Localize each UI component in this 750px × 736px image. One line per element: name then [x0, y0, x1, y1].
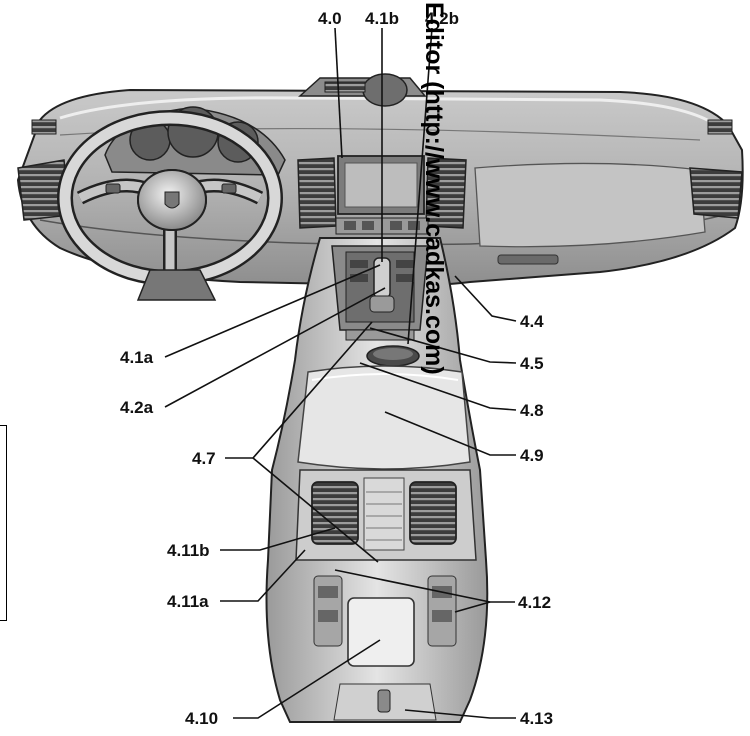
- leader-4-13: [404, 709, 516, 719]
- callout-4-9: 4.9: [520, 446, 544, 465]
- center-vent-left: [297, 157, 337, 229]
- center-console: [265, 237, 489, 723]
- storage-lid: [347, 597, 415, 667]
- rear-vent-right: [409, 481, 457, 545]
- side-frame: [0, 425, 7, 621]
- leader-4-12b: [454, 601, 491, 613]
- leader-4-0: [334, 27, 343, 159]
- callout-4-1b: 4.1b: [365, 9, 399, 28]
- leader-4-1a: [164, 264, 381, 358]
- callout-4-11a: 4.11a: [167, 592, 209, 611]
- leader-4-2a: [164, 287, 386, 408]
- callout-4-13: 4.13: [520, 709, 553, 728]
- callout-labels: 4.0 4.1b 4.2b 4.1a 4.2a 4.4 4.5 4.8 4.9 …: [120, 9, 553, 728]
- callout-4-8: 4.8: [520, 401, 544, 420]
- callout-4-0: 4.0: [318, 9, 342, 28]
- leader-4-8: [359, 362, 517, 411]
- leader-4-11b: [220, 527, 336, 551]
- side-vent-right: [689, 119, 743, 219]
- callout-4-2b: 4.2b: [425, 9, 459, 28]
- callout-4-12: 4.12: [518, 593, 551, 612]
- callout-4-4: 4.4: [520, 312, 544, 331]
- leader-4-7b: [252, 457, 379, 563]
- leader-4-10: [233, 639, 381, 719]
- watermark-text: Editor (http://www.cadkas.com): [420, 2, 448, 375]
- leader-4-5: [369, 327, 517, 364]
- leader-4-12a: [334, 569, 491, 603]
- callout-4-5: 4.5: [520, 354, 544, 373]
- leader-4-9: [384, 411, 516, 456]
- steering-column: [136, 269, 217, 301]
- rear-vent-left: [311, 481, 359, 545]
- armrest: [297, 365, 471, 470]
- leader-4-2b: [407, 27, 433, 345]
- callout-4-11b: 4.11b: [167, 541, 210, 560]
- leader-4-4: [454, 275, 517, 322]
- leader-4-11a: [220, 549, 306, 602]
- crest-icon: [164, 191, 180, 209]
- leader-lines: [164, 27, 517, 719]
- callout-4-1a: 4.1a: [120, 348, 154, 367]
- callout-4-7: 4.7: [192, 449, 216, 468]
- callout-4-2a: 4.2a: [120, 398, 154, 417]
- center-vent-right: [425, 157, 467, 229]
- callout-4-10: 4.10: [185, 709, 218, 728]
